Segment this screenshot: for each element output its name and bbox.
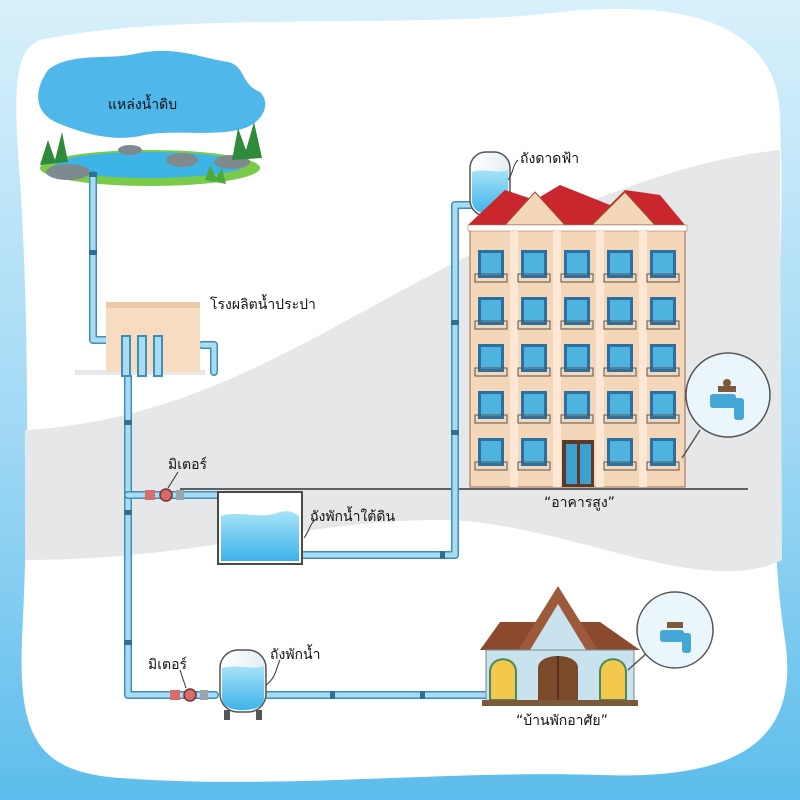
building-window-glass (653, 394, 673, 416)
building-window-glass (524, 394, 544, 416)
building-window-glass (524, 347, 544, 369)
building-balcony-rail (560, 367, 594, 377)
building-balcony-rail (474, 461, 508, 471)
meter-1-leader (167, 471, 179, 489)
building-balcony-rail (474, 273, 508, 283)
building-balcony-rail (560, 273, 594, 283)
building-window-glass (481, 300, 501, 322)
building-balcony-rail (517, 320, 551, 330)
building-window-glass (653, 441, 673, 463)
building-window-glass (653, 253, 673, 275)
building-balcony-rail (517, 367, 551, 377)
building-window-glass (653, 347, 673, 369)
building-window-glass (653, 300, 673, 322)
building-balcony-rail (474, 320, 508, 330)
building-window-glass (567, 394, 587, 416)
building-window-glass (524, 441, 544, 463)
building-balcony-rail (646, 461, 680, 471)
building-window-glass (481, 394, 501, 416)
meter-1 (145, 488, 184, 502)
storage-tank (219, 649, 267, 720)
pipe-joints (89, 172, 459, 699)
building-balcony-rail (603, 414, 637, 424)
label-rooftop-tank: ถังดาดฟ้า (520, 151, 580, 167)
label-underground-tank: ถังพักน้ำใต้ดิน (310, 509, 396, 525)
building-window-glass (567, 347, 587, 369)
building-window-glass (524, 253, 544, 275)
building-balcony-rail (517, 414, 551, 424)
building-balcony-rail (474, 414, 508, 424)
label-tall-building: “อาคารสูง” (544, 495, 615, 511)
meter-2-leader (179, 669, 187, 689)
label-meter-2: มิเตอร์ (148, 657, 188, 673)
building-balcony-rail (646, 414, 680, 424)
storage-tank-leader (265, 659, 281, 686)
building-window-glass (524, 300, 544, 322)
building-windows (474, 250, 680, 471)
water-plant (75, 302, 205, 377)
building-window-glass (610, 394, 630, 416)
building-window-glass (610, 300, 630, 322)
building-window-glass (610, 253, 630, 275)
building-window-glass (567, 253, 587, 275)
building-balcony-rail (560, 414, 594, 424)
label-house: “บ้านพักอาศัย” (516, 713, 608, 729)
source-cloud (38, 50, 266, 138)
faucet-icon-house (660, 622, 691, 653)
building-balcony-rail (560, 320, 594, 330)
building-balcony-rail (603, 367, 637, 377)
meter-2 (170, 688, 208, 702)
underground-tank (217, 491, 303, 565)
building-balcony-rail (646, 273, 680, 283)
building-door (562, 440, 594, 487)
building-window-glass (610, 347, 630, 369)
building-window-glass (481, 347, 501, 369)
pond (40, 122, 262, 186)
faucet-icon (710, 379, 744, 420)
building-balcony-rail (646, 367, 680, 377)
building-balcony-rail (603, 273, 637, 283)
building-balcony-rail (517, 273, 551, 283)
building-balcony-rail (603, 461, 637, 471)
label-source: แหล่งน้ำดิบ (108, 97, 178, 113)
label-storage-tank: ถังพักน้ำ (270, 647, 321, 663)
rooftop-tank-leader (507, 159, 519, 181)
underground-tank-leader (303, 517, 319, 539)
building-balcony-rail (603, 320, 637, 330)
building-window-glass (567, 300, 587, 322)
building-balcony-rail (517, 461, 551, 471)
building-window-glass (610, 441, 630, 463)
label-plant: โรงผลิตน้ำประปา (210, 297, 316, 313)
building-balcony-rail (474, 367, 508, 377)
label-meter-1: มิเตอร์ (168, 457, 208, 473)
house (480, 586, 640, 706)
building-window-glass (481, 253, 501, 275)
building-window-glass (481, 441, 501, 463)
building-balcony-rail (646, 320, 680, 330)
